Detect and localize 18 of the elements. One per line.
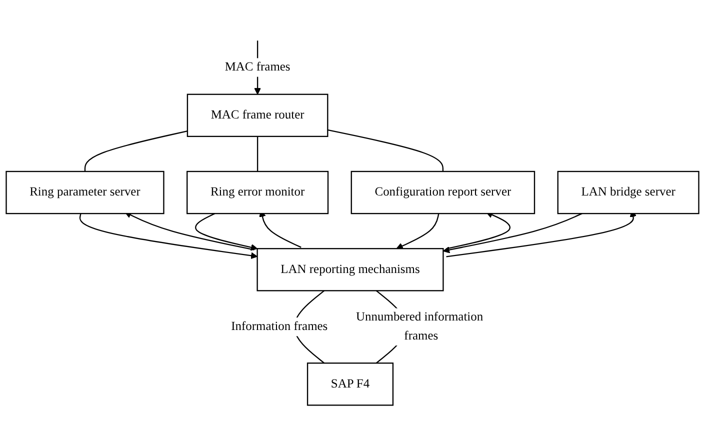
node-box: Configuration report server: [350, 170, 536, 214]
arrow: [124, 212, 254, 250]
arrow: [195, 212, 258, 250]
arrow: [442, 212, 582, 253]
node-box: LAN bridge server: [557, 170, 700, 214]
edge-label: MAC frames: [224, 60, 290, 74]
connector: [84, 130, 188, 172]
arrow: [396, 213, 440, 249]
node-box: LAN reporting mechanisms: [256, 248, 444, 292]
connector: [256, 136, 258, 172]
node-box: SAP F4: [306, 362, 394, 406]
edge-label: Information frames: [231, 320, 328, 333]
edge-label: Unnumbered information frames: [356, 310, 484, 342]
node-box: MAC frame router: [186, 94, 328, 137]
arrow: [79, 213, 258, 259]
connector: [328, 129, 444, 172]
node-box: Ring error monitor: [186, 170, 329, 214]
node-box: Ring parameter server: [6, 170, 164, 214]
